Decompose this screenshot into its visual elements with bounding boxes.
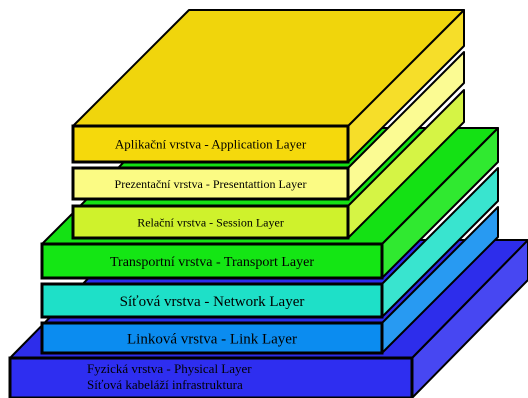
application-top-face [72, 9, 465, 127]
presentation-front-face [71, 166, 350, 201]
link-front-face [40, 321, 384, 355]
physical-front-face [8, 356, 414, 398]
physical-label-line-2: Síťová kabeláží infrastruktura [87, 377, 243, 392]
session-layer-block: Relační vrstva - Session Layer [71, 89, 465, 240]
link-layer-block: Linková vrstva - Link Layer [40, 206, 499, 355]
application-front-face [71, 124, 350, 164]
presentation-layer-block: Prezentační vrstva - Presentattion Layer [71, 51, 465, 201]
link-label-line-1: Linková vrstva - Link Layer [127, 331, 297, 347]
transport-front-face [40, 242, 384, 280]
presentation-label-line-1: Prezentační vrstva - Presentattion Layer [115, 177, 307, 191]
application-layer-block: Aplikační vrstva - Application Layer [71, 9, 465, 164]
application-label-line-1: Aplikační vrstva - Application Layer [115, 137, 307, 152]
network-layer-block: Síťová vrstva - Network Layer [40, 167, 499, 319]
transport-label-line-1: Transportní vrstva - Transport Layer [110, 255, 314, 270]
network-label-line-1: Síťová vrstva - Network Layer [120, 294, 305, 310]
session-label-line-1: Relační vrstva - Session Layer [137, 215, 284, 229]
network-front-face [40, 282, 384, 319]
session-front-face [71, 204, 350, 240]
physical-label-line-1: Fyzická vrstva - Physical Layer [87, 361, 252, 376]
